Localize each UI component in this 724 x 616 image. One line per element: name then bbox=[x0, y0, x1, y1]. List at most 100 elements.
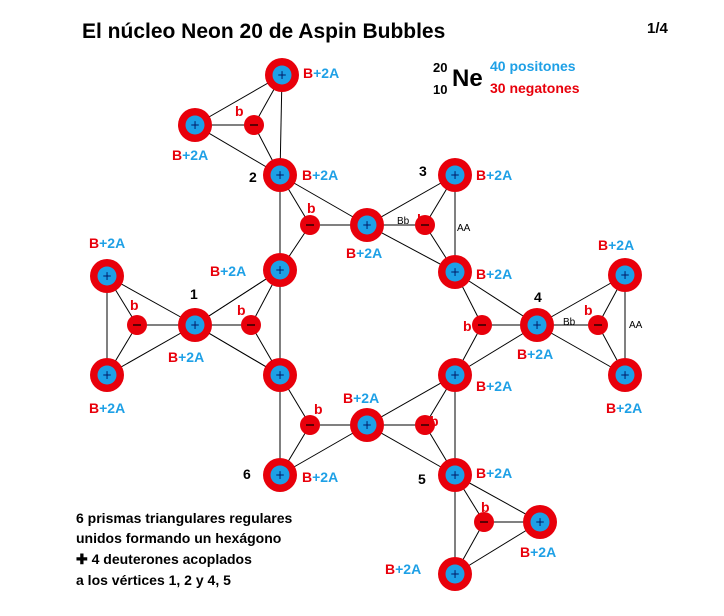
b-bubble-node: + bbox=[263, 158, 297, 192]
neon-isotope-symbol: 20 10 Ne 40 positones 30 negatones bbox=[433, 58, 580, 97]
b-plus-2a-label: B+2A bbox=[520, 544, 556, 560]
b-plus-2a-label: B+2A bbox=[476, 465, 512, 481]
plus-sign-icon: + bbox=[190, 318, 200, 332]
diagram-title: El núcleo Neon 20 de Aspin Bubbles bbox=[82, 20, 445, 43]
b-label: b bbox=[481, 499, 490, 515]
b-bubble-node: + bbox=[438, 358, 472, 392]
b-bubble-node: + bbox=[263, 253, 297, 287]
plus-sign-icon: + bbox=[620, 268, 630, 282]
node-labels: B+2A B+2A B+2A B+2A B+2A B+2A B+2A B+2A B+2A B+2A… bbox=[89, 65, 643, 577]
b-label: b bbox=[314, 401, 323, 417]
b-bubble-node: + bbox=[438, 458, 472, 492]
bubble-nodes: + + + + + + + + + + + + + + + + + + + + bbox=[90, 58, 642, 591]
b-label: b bbox=[463, 318, 472, 334]
b-label: b bbox=[584, 302, 593, 318]
inner-blue-core bbox=[615, 365, 635, 385]
inner-blue-core bbox=[97, 365, 117, 385]
b-plus-2a-label: B+2A bbox=[89, 400, 125, 416]
b-plus-2a-label: B+2A bbox=[302, 469, 338, 485]
b-bubble-node: + bbox=[263, 458, 297, 492]
b-label: b bbox=[235, 103, 244, 119]
vertex-number-1: 1 bbox=[190, 286, 198, 302]
b-small-bubble bbox=[588, 315, 608, 335]
plus-sign-icon: + bbox=[362, 218, 372, 232]
b-plus-2a-label: B+2A bbox=[598, 237, 634, 253]
b-plus-2a-label: B+2A bbox=[210, 263, 246, 279]
plus-sign-icon: + bbox=[275, 263, 285, 277]
plus-sign-icon: + bbox=[362, 418, 372, 432]
b-small-bubble bbox=[244, 115, 264, 135]
vertex-number-4: 4 bbox=[534, 289, 542, 305]
b-small-bubble bbox=[300, 215, 320, 235]
b-small-bubble bbox=[474, 512, 494, 532]
b-bubble-node: + bbox=[438, 255, 472, 289]
inner-blue-core bbox=[445, 262, 465, 282]
plus-sign-icon: + bbox=[275, 368, 285, 382]
b-small-bubble bbox=[127, 315, 147, 335]
inner-blue-core bbox=[185, 115, 205, 135]
b-bubble-node: + bbox=[90, 358, 124, 392]
b-bubble-node: + bbox=[523, 505, 557, 539]
inner-blue-core bbox=[270, 260, 290, 280]
b-bubble-node: + bbox=[520, 308, 554, 342]
caption-line-4: a los vértices 1, 2 y 4, 5 bbox=[76, 572, 231, 588]
b-label: b bbox=[417, 211, 426, 227]
b-bubble-node: + bbox=[438, 557, 472, 591]
b-plus-2a-label: B+2A bbox=[168, 349, 204, 365]
mass-number: 20 bbox=[433, 60, 447, 75]
element-symbol: Ne bbox=[452, 65, 483, 92]
inner-blue-core bbox=[357, 215, 377, 235]
inner-blue-core bbox=[530, 512, 550, 532]
b-small-bubble bbox=[415, 415, 435, 435]
bb-label: Bb bbox=[563, 317, 576, 328]
b-bubble-node: + bbox=[90, 259, 124, 293]
b-label: b bbox=[307, 200, 316, 216]
plus-sign-icon: + bbox=[450, 265, 460, 279]
b-label: b bbox=[130, 297, 139, 313]
inner-blue-core bbox=[272, 65, 292, 85]
plus-sign-icon: + bbox=[275, 168, 285, 182]
plus-sign-icon: + bbox=[450, 168, 460, 182]
plus-sign-icon: + bbox=[532, 318, 542, 332]
inner-blue-core bbox=[185, 315, 205, 335]
plus-sign-icon: + bbox=[450, 567, 460, 581]
inner-blue-core bbox=[527, 315, 547, 335]
inner-blue-core bbox=[445, 564, 465, 584]
page-indicator: 1/4 bbox=[647, 20, 669, 37]
plus-sign-icon: + bbox=[102, 368, 112, 382]
b-bubble-node: + bbox=[350, 208, 384, 242]
plus-sign-icon: + bbox=[277, 68, 287, 82]
b-plus-2a-label: B+2A bbox=[303, 65, 339, 81]
b-plus-2a-label: B+2A bbox=[343, 390, 379, 406]
b-label: b bbox=[237, 302, 246, 318]
b-small-bubble bbox=[472, 315, 492, 335]
inner-blue-core bbox=[445, 465, 465, 485]
atomic-number: 10 bbox=[433, 82, 447, 97]
b-bubble-node: + bbox=[608, 258, 642, 292]
b-small-bubble bbox=[241, 315, 261, 335]
b-label: b bbox=[430, 413, 439, 429]
inner-blue-core bbox=[97, 266, 117, 286]
plus-sign-icon: + bbox=[620, 368, 630, 382]
vertex-number-5: 5 bbox=[418, 471, 426, 487]
b-plus-2a-label: B+2A bbox=[89, 235, 125, 251]
plus-sign-icon: + bbox=[450, 468, 460, 482]
b-plus-2a-label: B+2A bbox=[385, 561, 421, 577]
plus-sign-icon: + bbox=[450, 368, 460, 382]
inner-blue-core bbox=[615, 265, 635, 285]
aa-label: AA bbox=[629, 320, 643, 331]
b-plus-2a-label: B+2A bbox=[302, 167, 338, 183]
b-plus-2a-label: B+2A bbox=[346, 245, 382, 261]
caption-line-2: unidos formando un hexágono bbox=[76, 530, 281, 546]
inner-blue-core bbox=[270, 165, 290, 185]
b-bubble-node: + bbox=[608, 358, 642, 392]
b-small-bubble bbox=[415, 215, 435, 235]
inner-blue-core bbox=[445, 365, 465, 385]
aa-label: AA bbox=[457, 223, 471, 234]
vertex-number-6: 6 bbox=[243, 466, 251, 482]
plus-sign-icon: + bbox=[275, 468, 285, 482]
b-plus-2a-label: B+2A bbox=[172, 147, 208, 163]
vertex-number-3: 3 bbox=[419, 163, 427, 179]
inner-blue-core bbox=[445, 165, 465, 185]
b-bubble-node: + bbox=[178, 108, 212, 142]
